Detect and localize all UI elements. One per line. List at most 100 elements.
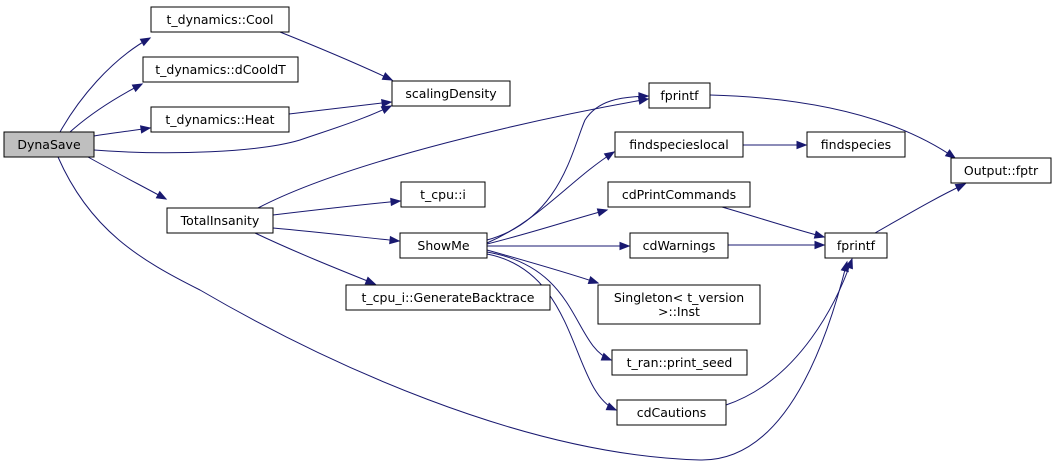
edge-showme-to-print_seed bbox=[486, 251, 613, 361]
node-label: >::Inst bbox=[658, 304, 700, 319]
edge-arrowhead bbox=[954, 183, 967, 192]
edge-arrowhead bbox=[600, 352, 613, 361]
node-fprintf-mid[interactable]: fprintf bbox=[824, 232, 888, 259]
edge-dynasave-to-totalinsanity bbox=[87, 156, 168, 200]
node-label: findspecieslocal bbox=[629, 137, 729, 152]
edge-fprintf_mid-to-output_fptr bbox=[874, 183, 967, 234]
edge-line bbox=[486, 95, 649, 241]
node-label: t_cpu::i bbox=[420, 187, 466, 202]
node-singleton-inst[interactable]: Singleton< t_version>::Inst bbox=[597, 284, 761, 325]
node-label: findspecies bbox=[821, 137, 891, 152]
node-label: t_dynamics::Heat bbox=[165, 112, 274, 127]
node-scalingdensity[interactable]: scalingDensity bbox=[391, 80, 511, 107]
edge-line bbox=[272, 200, 401, 216]
edge-arrowhead bbox=[596, 208, 609, 217]
edge-line bbox=[57, 156, 848, 461]
edge-dynasave-to-scalingdensity bbox=[93, 105, 393, 154]
node-print-seed[interactable]: t_ran::print_seed bbox=[611, 349, 748, 376]
edge-arrowhead bbox=[587, 275, 600, 285]
edge-arrowhead bbox=[381, 72, 394, 81]
edge-arrowhead bbox=[131, 83, 144, 93]
edge-arrowhead bbox=[381, 98, 393, 108]
edge-showme-to-findspecieslocal bbox=[486, 151, 616, 244]
node-label: t_dynamics::Cool bbox=[166, 12, 273, 27]
edge-line bbox=[721, 206, 825, 238]
edge-arrowhead bbox=[619, 241, 631, 251]
edge-arrowhead bbox=[139, 37, 152, 47]
node-cdcautions[interactable]: cdCautions bbox=[616, 399, 727, 426]
node-heat[interactable]: t_dynamics::Heat bbox=[150, 106, 290, 133]
node-box bbox=[806, 131, 906, 158]
node-box bbox=[824, 232, 888, 259]
edge-line bbox=[288, 101, 392, 115]
edge-cdprintcommands-to-fprintf_mid bbox=[721, 206, 826, 239]
node-dcooldt[interactable]: t_dynamics::dCooldT bbox=[142, 56, 299, 83]
node-box bbox=[607, 181, 751, 208]
node-cdprintcommands[interactable]: cdPrintCommands bbox=[607, 181, 751, 208]
node-label: t_ran::print_seed bbox=[627, 355, 733, 370]
node-cdwarnings[interactable]: cdWarnings bbox=[629, 232, 729, 259]
edge-arrowhead bbox=[155, 190, 168, 200]
node-box bbox=[391, 80, 511, 107]
node-label: scalingDensity bbox=[405, 86, 497, 101]
node-cpu-i[interactable]: t_cpu::i bbox=[400, 181, 486, 208]
node-totalinsanity[interactable]: TotalInsanity bbox=[166, 207, 274, 234]
node-output-fptr[interactable]: Output::fptr bbox=[950, 157, 1052, 184]
edge-showme-to-cdprintcommands bbox=[486, 208, 609, 245]
edge-totalinsanity-to-generatebacktrace bbox=[254, 232, 377, 285]
edge-showme-to-cdcautions bbox=[486, 253, 618, 411]
edge-line bbox=[93, 105, 392, 154]
node-cool[interactable]: t_dynamics::Cool bbox=[150, 6, 290, 33]
edge-line bbox=[257, 98, 649, 209]
edge-line bbox=[279, 31, 393, 81]
node-label: cdCautions bbox=[637, 405, 707, 420]
edge-arrowhead bbox=[605, 402, 618, 411]
edge-line bbox=[486, 251, 612, 361]
edge-cdcautions-to-fprintf_mid bbox=[725, 257, 853, 406]
node-generatebacktrace[interactable]: t_cpu_i::GenerateBacktrace bbox=[345, 284, 551, 311]
node-label: t_cpu_i::GenerateBacktrace bbox=[361, 290, 534, 305]
edge-heat-to-scalingdensity bbox=[288, 98, 393, 115]
edge-line bbox=[272, 227, 400, 242]
node-box bbox=[616, 399, 727, 426]
node-dynasave[interactable]: DynaSave bbox=[3, 131, 95, 158]
node-box bbox=[150, 106, 290, 133]
edge-line bbox=[486, 249, 599, 284]
edge-line bbox=[725, 258, 853, 406]
node-box bbox=[597, 284, 761, 325]
edge-line bbox=[486, 253, 617, 411]
edge-line bbox=[69, 83, 143, 133]
edge-arrowhead bbox=[638, 92, 650, 101]
edge-showme-to-cdwarnings bbox=[486, 241, 631, 251]
edge-line bbox=[254, 232, 376, 285]
edge-line bbox=[486, 151, 615, 244]
edge-line bbox=[709, 94, 956, 159]
edge-arrowhead bbox=[796, 140, 808, 150]
edge-dynasave-to-fprintf_mid bbox=[57, 156, 849, 461]
node-box bbox=[166, 207, 274, 234]
edge-line bbox=[874, 183, 966, 234]
node-label: fprintf bbox=[837, 238, 876, 253]
node-findspecieslocal[interactable]: findspecieslocal bbox=[614, 131, 744, 158]
edge-arrowhead bbox=[390, 197, 402, 207]
edge-cool-to-scalingdensity bbox=[279, 31, 394, 81]
edge-arrowhead bbox=[380, 105, 393, 114]
node-label: Output::fptr bbox=[964, 163, 1039, 178]
node-findspecies[interactable]: findspecies bbox=[806, 131, 906, 158]
node-box bbox=[950, 157, 1052, 184]
node-label: ShowMe bbox=[417, 238, 470, 253]
node-box bbox=[629, 232, 729, 259]
node-box bbox=[345, 284, 551, 311]
node-fprintf-top[interactable]: fprintf bbox=[648, 82, 711, 109]
edge-arrowhead bbox=[814, 240, 826, 250]
edge-showme-to-singleton_inst bbox=[486, 249, 600, 285]
edge-dynasave-to-cool bbox=[59, 37, 152, 133]
node-showme[interactable]: ShowMe bbox=[399, 232, 488, 259]
edge-arrowhead bbox=[813, 230, 826, 239]
call-edges bbox=[57, 31, 967, 461]
edge-line bbox=[486, 209, 608, 245]
node-box bbox=[611, 349, 748, 376]
edge-totalinsanity-to-cpu_i bbox=[272, 197, 402, 216]
node-label: cdPrintCommands bbox=[622, 187, 736, 202]
